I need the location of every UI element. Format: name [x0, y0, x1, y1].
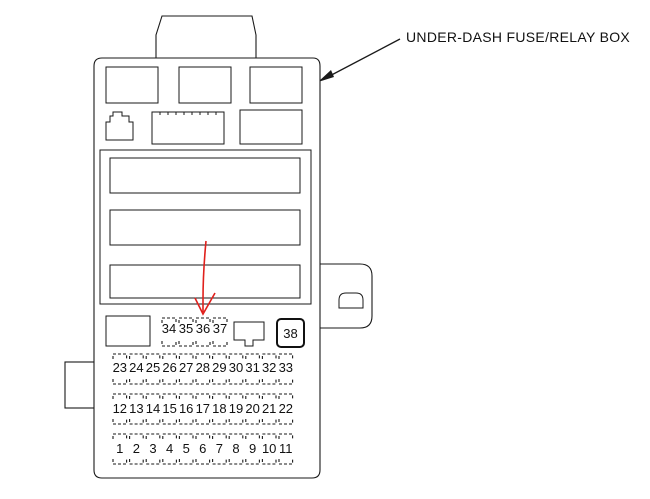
fuse-11[interactable]: 11: [278, 433, 294, 465]
fuse-label-3: 3: [149, 441, 156, 456]
fuse-23[interactable]: 23: [112, 353, 128, 385]
fuse-6[interactable]: 6: [195, 433, 211, 465]
fuse-33[interactable]: 33: [278, 353, 294, 385]
fuse-label-5: 5: [183, 441, 190, 456]
top-relay-slots: [105, 66, 303, 104]
fuse-24[interactable]: 24: [129, 353, 144, 385]
fuse-21[interactable]: 21: [261, 393, 277, 425]
fuse-label-31: 31: [245, 360, 259, 375]
fuse-label-28: 28: [196, 360, 210, 375]
connector-panel: [99, 149, 312, 305]
fuse-19[interactable]: 19: [228, 393, 244, 425]
fuse-label-21: 21: [262, 401, 276, 416]
leader-arrow: [318, 38, 401, 82]
fuse-4[interactable]: 4: [162, 433, 177, 465]
fuse-32[interactable]: 32: [261, 353, 277, 385]
fuse-label-19: 19: [229, 401, 243, 416]
fuse-label-7: 7: [216, 441, 223, 456]
top-tab: [155, 15, 257, 60]
fuse-label-34: 34: [162, 321, 176, 336]
fuse-28[interactable]: 28: [195, 353, 211, 385]
fuse-2[interactable]: 2: [129, 433, 144, 465]
fuse-label-35: 35: [179, 321, 193, 336]
fuse-38[interactable]: 38: [276, 318, 305, 348]
fuse-label-14: 14: [146, 401, 160, 416]
fuse-10[interactable]: 10: [261, 433, 277, 465]
fuse-12[interactable]: 12: [112, 393, 128, 425]
fuse-label-26: 26: [162, 360, 176, 375]
fuse-label-20: 20: [245, 401, 259, 416]
fuse-27[interactable]: 27: [178, 353, 194, 385]
fuse-label-30: 30: [229, 360, 243, 375]
fuse-31[interactable]: 31: [245, 353, 260, 385]
fuse-label-4: 4: [166, 441, 173, 456]
right-mount-tab: [320, 263, 373, 329]
fuse-7[interactable]: 7: [212, 433, 227, 465]
fuse-16[interactable]: 16: [178, 393, 194, 425]
connector-row: [105, 109, 303, 145]
fuse-label-33: 33: [279, 360, 293, 375]
fuse-17[interactable]: 17: [195, 393, 211, 425]
fuse-18[interactable]: 18: [212, 393, 227, 425]
fuse-label-1: 1: [116, 441, 123, 456]
fuse-label-32: 32: [262, 360, 276, 375]
fuse-label-23: 23: [113, 360, 127, 375]
fuse-label-6: 6: [199, 441, 206, 456]
fuse-13[interactable]: 13: [129, 393, 144, 425]
fuse-label-36: 36: [196, 321, 210, 336]
fuse-15[interactable]: 15: [162, 393, 177, 425]
box-title-label: UNDER-DASH FUSE/RELAY BOX: [406, 29, 631, 45]
fuse-label-22: 22: [279, 401, 293, 416]
fuse-label-12: 12: [113, 401, 127, 416]
fuse-label-16: 16: [179, 401, 193, 416]
fuse-label-13: 13: [129, 401, 143, 416]
fuse-26[interactable]: 26: [162, 353, 177, 385]
fuse-34[interactable]: 34: [161, 317, 177, 347]
fuse-label-29: 29: [212, 360, 226, 375]
fuse-label-11: 11: [279, 441, 293, 456]
fuse-37[interactable]: 37: [212, 317, 228, 347]
fuse-1[interactable]: 1: [112, 433, 128, 465]
fuse-3[interactable]: 3: [145, 433, 161, 465]
fuse-label-38: 38: [283, 326, 297, 341]
fuse-9[interactable]: 9: [245, 433, 260, 465]
fuse-35[interactable]: 35: [178, 317, 194, 347]
fuse-label-27: 27: [179, 360, 193, 375]
fuse-25[interactable]: 25: [145, 353, 161, 385]
fuse-label-9: 9: [249, 441, 256, 456]
fuse-label-17: 17: [196, 401, 210, 416]
fuse-label-2: 2: [133, 441, 140, 456]
fuse-8[interactable]: 8: [228, 433, 244, 465]
fuse-29[interactable]: 29: [212, 353, 227, 385]
fuse-label-25: 25: [146, 360, 160, 375]
fuse-label-18: 18: [212, 401, 226, 416]
left-mount-tab: [64, 361, 96, 409]
fuse-label-37: 37: [213, 321, 227, 336]
mini-relay-slots: [105, 315, 265, 347]
fuse-20[interactable]: 20: [245, 393, 260, 425]
fuse-label-8: 8: [232, 441, 239, 456]
fuse-label-24: 24: [129, 360, 143, 375]
fuse-22[interactable]: 22: [278, 393, 294, 425]
fuse-5[interactable]: 5: [178, 433, 194, 465]
fuse-label-10: 10: [262, 441, 276, 456]
fuse-30[interactable]: 30: [228, 353, 244, 385]
red-marker-arrow: [194, 240, 216, 316]
fuse-36[interactable]: 36: [195, 317, 211, 347]
fuse-14[interactable]: 14: [145, 393, 161, 425]
fuse-label-15: 15: [162, 401, 176, 416]
